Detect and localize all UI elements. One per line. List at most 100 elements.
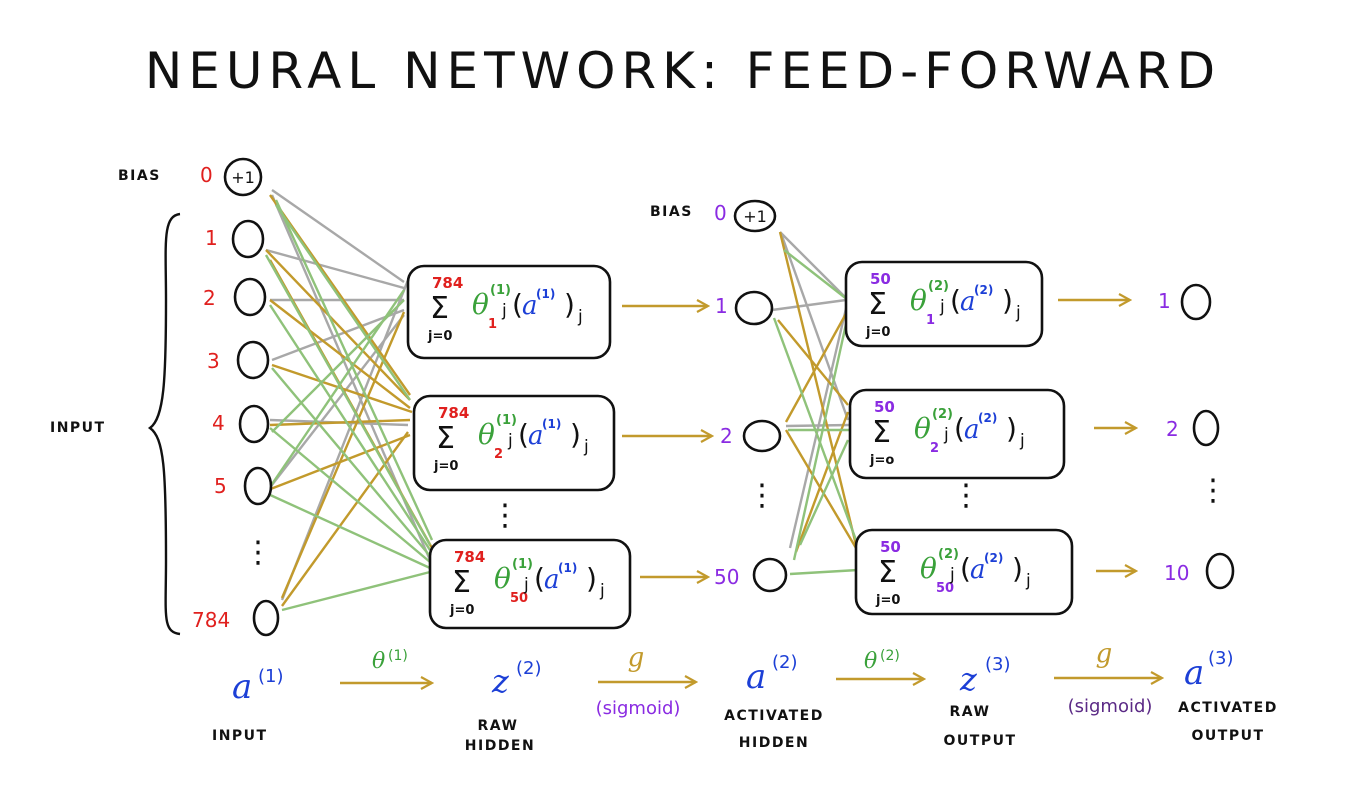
hidden-sum-theta-sup: (1) <box>496 413 517 428</box>
pipeline-z2-caption-1: RAW <box>478 718 519 734</box>
hidden-sum-dots: ⋮ <box>490 498 520 533</box>
hidden-sum-a-symbol: a <box>544 565 560 595</box>
pipeline-a1-sup: (1) <box>258 666 284 687</box>
hidden-sum-paren-open: ( <box>518 418 529 451</box>
output-sum-a-symbol: a <box>964 415 980 445</box>
hidden-sum-theta-col: j <box>501 301 507 321</box>
input-to-hidden-edges <box>264 189 434 612</box>
output-sum-paren-open: ( <box>950 284 961 317</box>
pipeline: a (1) INPUT θ (1) z (2) RAW HIDDEN g (si… <box>212 639 1278 754</box>
pipeline-z2-caption-2: HIDDEN <box>465 738 535 754</box>
input-node-4 <box>238 404 270 444</box>
edge <box>281 570 431 612</box>
output-sum-a-sup: (2) <box>984 551 1003 565</box>
output-sum-a-sup: (2) <box>978 411 997 425</box>
output-sum-theta-sup: (2) <box>938 547 959 562</box>
output-index-1: 1 <box>1158 289 1171 313</box>
output-sum-a-symbol: a <box>970 555 986 585</box>
output-sum-a-sub: j <box>1025 571 1031 591</box>
hidden-sum-theta-row: 50 <box>510 591 528 606</box>
pipeline-theta1-sup: (1) <box>388 648 408 664</box>
pipeline-z3-caption-2: OUTPUT <box>944 733 1017 749</box>
edge <box>269 418 411 427</box>
pipeline-a2-symbol: a <box>746 657 766 697</box>
hidden-index-50: 50 <box>714 565 739 589</box>
output-sum-theta-row: 2 <box>930 441 939 456</box>
hidden-bias-index: 0 <box>714 201 727 225</box>
edge <box>267 314 405 491</box>
hidden-bias-node <box>733 199 777 233</box>
hidden-bias-label: BIAS <box>650 204 693 220</box>
pipeline-a3-caption-1: ACTIVATED <box>1178 700 1278 716</box>
hidden-sum-sigma: Σ <box>430 291 449 326</box>
pipeline-a3-caption-2: OUTPUT <box>1192 728 1265 744</box>
input-index-2: 2 <box>203 286 216 310</box>
input-index-4: 4 <box>212 411 225 435</box>
output-sum-theta: θ <box>910 284 927 317</box>
edge <box>271 367 431 557</box>
hidden-sum-theta-col: j <box>507 431 513 451</box>
output-dots: ⋮ <box>1198 473 1228 508</box>
pipeline-theta2-symbol: θ <box>864 649 877 674</box>
input-index-1: 1 <box>205 226 218 250</box>
hidden-sum-paren-close: ) <box>564 288 575 321</box>
pipeline-a3-sup: (3) <box>1208 648 1234 669</box>
output-sum-a-sub: j <box>1019 431 1025 451</box>
input-node-5 <box>243 466 273 506</box>
pipeline-z3-sup: (3) <box>985 654 1011 675</box>
output-sum-box-frame <box>848 388 1066 480</box>
hidden-sum-sum-lower: j=0 <box>427 329 452 344</box>
hidden-bias-node-text: +1 <box>743 207 767 226</box>
output-sum-box-frame <box>844 260 1044 348</box>
pipeline-g2-symbol: g <box>1096 639 1113 669</box>
output-sum-theta-row: 50 <box>936 581 954 596</box>
output-sum-theta-col: j <box>939 297 945 317</box>
hidden-index-1: 1 <box>715 294 728 318</box>
input-node-1 <box>231 219 265 259</box>
output-index-2: 2 <box>1166 417 1179 441</box>
pipeline-z2-sup: (2) <box>516 658 542 679</box>
pipeline-g1-note: (sigmoid) <box>596 698 681 719</box>
edge <box>274 199 434 541</box>
output-sum-a-sup: (2) <box>974 283 993 297</box>
pipeline-z3-symbol: z <box>959 660 978 698</box>
output-sum-sum-lower: j=o <box>869 453 894 468</box>
edge <box>784 429 858 549</box>
input-group-label: INPUT <box>50 420 106 436</box>
input-node-3 <box>236 340 270 380</box>
hidden-layer: BIAS 0 +1 1 2 ⋮ 50 <box>650 199 788 593</box>
hidden-sum-sum-upper: 784 <box>438 404 469 422</box>
input-dots: ⋮ <box>243 535 273 570</box>
hidden-node-1 <box>734 290 774 326</box>
hidden-sum-a-sub: j <box>583 437 589 457</box>
input-node-784 <box>252 599 280 637</box>
edge <box>783 249 849 301</box>
edge <box>268 304 432 551</box>
hidden-sum-box-frame <box>406 264 612 360</box>
pipeline-a1-caption: INPUT <box>212 728 268 744</box>
input-bias-node <box>223 157 263 197</box>
output-sum-boxes: 50Σj=0θ(2)1j(a(2))j50Σj=oθ(2)2j(a(2))j50… <box>844 260 1074 616</box>
output-layer: 1 2 ⋮ 10 <box>1158 283 1235 590</box>
edge <box>789 568 859 576</box>
output-node-1 <box>1180 283 1212 321</box>
edge <box>271 299 405 433</box>
output-sum-theta-sup: (2) <box>928 279 949 294</box>
hidden-dots: ⋮ <box>747 478 777 513</box>
hidden-sum-a-sub: j <box>577 307 583 327</box>
output-sum-sum-upper: 50 <box>870 270 891 288</box>
output-index-10: 10 <box>1164 561 1189 585</box>
output-node-2 <box>1192 409 1220 447</box>
edge <box>771 298 847 312</box>
hidden-sum-theta-row: 1 <box>488 317 497 332</box>
hidden-node-50 <box>752 557 788 593</box>
pipeline-a2-caption-2: HIDDEN <box>739 735 809 751</box>
output-sum-sum-upper: 50 <box>874 398 895 416</box>
hidden-sum-sum-upper: 784 <box>454 548 485 566</box>
